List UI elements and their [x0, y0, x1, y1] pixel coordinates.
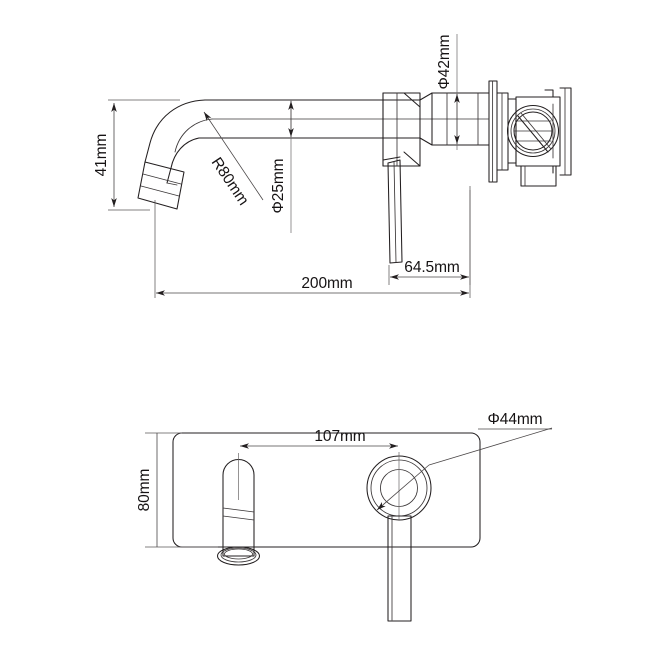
dimension-label-spout-radius: R80mm — [208, 154, 252, 208]
valve-body — [496, 87, 572, 187]
spout-outlet — [216, 453, 261, 566]
mixer-housing — [382, 92, 421, 167]
dimension-valve-depth: 64.5mm — [388, 190, 471, 285]
dimension-spout-height: 41mm — [93, 99, 180, 211]
dimension-projection: 200mm — [154, 186, 471, 298]
side-elevation-view: 41mm R80mm Φ25mm Φ42mm 200mm — [93, 34, 572, 298]
dimension-handle-diameter: Φ44mm — [376, 411, 553, 511]
dimension-body-diameter: Φ42mm — [436, 34, 460, 150]
wall-flange — [488, 80, 498, 183]
dimension-label-spout-height: 41mm — [93, 134, 110, 177]
wall-plate — [172, 432, 481, 548]
dimension-centre-spacing: 107mm — [240, 428, 398, 449]
dimension-spout-diameter: Φ25mm — [270, 100, 294, 233]
dimension-label-body-diameter: Φ42mm — [436, 35, 453, 90]
dimension-label-valve-depth: 64.5mm — [404, 259, 459, 276]
dimension-plate-height: 80mm — [136, 432, 218, 548]
dimension-label-spout-diameter: Φ25mm — [270, 159, 287, 214]
front-elevation-view: 80mm 107mm Φ44mm — [136, 411, 553, 622]
dimension-label-plate-height: 80mm — [136, 469, 153, 512]
dimension-label-handle-diameter: Φ44mm — [488, 411, 543, 428]
spout-bend — [137, 99, 213, 210]
dimension-label-centre-spacing: 107mm — [314, 428, 365, 445]
spout-tube — [198, 92, 490, 146]
dimension-label-projection: 200mm — [301, 275, 352, 292]
dimension-spout-radius: R80mm — [203, 111, 264, 209]
handle-knob — [366, 452, 432, 622]
lever-handle — [382, 156, 403, 264]
